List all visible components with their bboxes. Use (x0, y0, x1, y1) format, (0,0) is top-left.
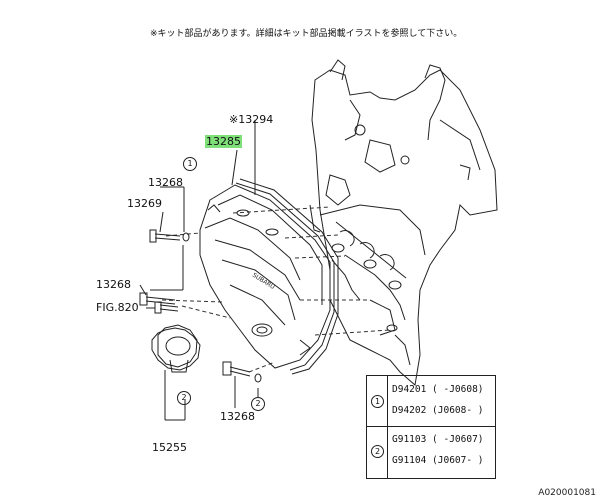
callout-marker-2-left: 2 (177, 391, 191, 405)
kit-parts-note: ※キット部品があります。詳細はキット部品掲載イラストを参照して下さい。 (150, 29, 463, 39)
rocker-cover-drawing: SUBARU (199, 184, 331, 369)
bolt-13268-c (222, 361, 251, 377)
part-label-13268-top[interactable]: 13268 (148, 176, 183, 189)
washer-callout-1 (182, 232, 190, 242)
legend-row-g91104[interactable]: G91104 (J0607- ) (392, 455, 484, 466)
legend-column-divider (387, 376, 388, 478)
illustration-code: A020001081 (538, 488, 596, 498)
legend-marker-2: 2 (371, 445, 384, 458)
engine-block-drawing (309, 59, 498, 386)
supersession-legend-table: 1 D94201 ( -J0608) D94202 (J0608- ) 2 G9… (366, 375, 496, 479)
part-label-15255[interactable]: 15255 (152, 441, 187, 454)
washer-callout-2 (254, 373, 262, 383)
part-highlight: 13285 (205, 135, 242, 148)
legend-marker-1: 1 (371, 395, 384, 408)
legend-row-g91103[interactable]: G91103 ( -J0607) (392, 434, 484, 445)
part-label-13268-bottom[interactable]: 13268 (220, 410, 255, 423)
figure-reference-820[interactable]: FIG.820 (96, 301, 139, 314)
part-label-13294[interactable]: ※13294 (229, 113, 274, 126)
part-label-13285[interactable]: 13285 (205, 135, 242, 148)
part-label-13269[interactable]: 13269 (127, 197, 162, 210)
callout-marker-1: 1 (183, 157, 197, 171)
rocker-cover-gasket-drawing (235, 178, 339, 375)
leader-lines (139, 120, 259, 421)
svg-text:SUBARU: SUBARU (251, 272, 276, 291)
legend-row-divider (367, 426, 495, 427)
bolt-13269 (149, 229, 181, 243)
oil-filler-cap-drawing (151, 324, 201, 373)
legend-row-d94201[interactable]: D94201 ( -J0608) (392, 384, 484, 395)
callout-marker-2-right: 2 (251, 397, 265, 411)
part-label-13268-middle[interactable]: 13268 (96, 278, 131, 291)
bolt-13268-a (139, 292, 176, 306)
legend-row-d94202[interactable]: D94202 (J0608- ) (392, 405, 484, 416)
